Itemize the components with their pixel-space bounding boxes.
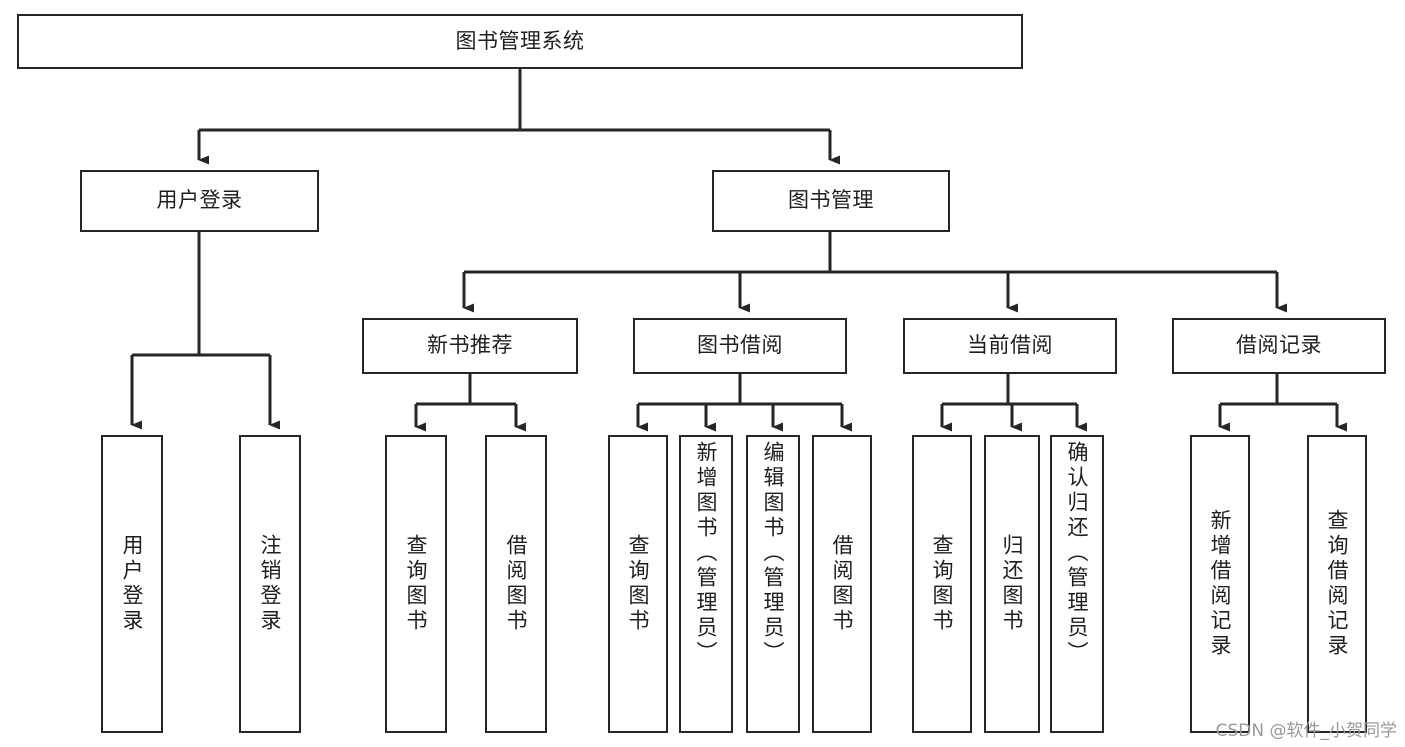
leaf-current-query-book[interactable]: 查询图书 — [912, 435, 972, 733]
leaf-user-login[interactable]: 用户登录 — [101, 435, 163, 733]
node-borrow-record-label: 借阅记录 — [1236, 333, 1322, 358]
node-book-borrow[interactable]: 图书借阅 — [633, 318, 847, 374]
node-user-login-label: 用户登录 — [156, 188, 243, 213]
leaf-user-login-label: 用户登录 — [120, 534, 145, 634]
node-current-borrow[interactable]: 当前借阅 — [903, 318, 1117, 374]
leaf-record-query-record[interactable]: 查询借阅记录 — [1307, 435, 1367, 733]
node-new-book-recommend[interactable]: 新书推荐 — [362, 318, 578, 374]
node-borrow-record[interactable]: 借阅记录 — [1172, 318, 1386, 374]
leaf-current-confirm-return-admin-label: 确认归还（管理员） — [1065, 441, 1090, 666]
node-new-book-recommend-label: 新书推荐 — [427, 333, 513, 358]
leaf-borrow-lend-book[interactable]: 借阅图书 — [812, 435, 872, 733]
leaf-borrow-add-book-admin-label: 新增图书（管理员） — [694, 441, 719, 666]
leaf-logout-label: 注销登录 — [258, 534, 283, 634]
leaf-newbook-borrow-book-label: 借阅图书 — [504, 534, 529, 634]
leaf-newbook-query-book-label: 查询图书 — [404, 534, 429, 634]
leaf-borrow-query-book-label: 查询图书 — [626, 534, 651, 634]
node-current-borrow-label: 当前借阅 — [967, 333, 1053, 358]
leaf-record-add-record-label: 新增借阅记录 — [1208, 509, 1233, 659]
leaf-record-add-record[interactable]: 新增借阅记录 — [1190, 435, 1250, 733]
leaf-newbook-query-book[interactable]: 查询图书 — [385, 435, 447, 733]
leaf-logout[interactable]: 注销登录 — [239, 435, 301, 733]
leaf-record-query-record-label: 查询借阅记录 — [1325, 509, 1350, 659]
leaf-borrow-add-book-admin[interactable]: 新增图书（管理员） — [679, 435, 733, 733]
leaf-current-return-book-label: 归还图书 — [1000, 534, 1025, 634]
leaf-borrow-edit-book-admin-label: 编辑图书（管理员） — [761, 441, 786, 666]
leaf-borrow-query-book[interactable]: 查询图书 — [608, 435, 668, 733]
node-book-borrow-label: 图书借阅 — [697, 333, 783, 358]
leaf-newbook-borrow-book[interactable]: 借阅图书 — [485, 435, 547, 733]
node-user-login[interactable]: 用户登录 — [80, 170, 319, 232]
leaf-borrow-edit-book-admin[interactable]: 编辑图书（管理员） — [746, 435, 800, 733]
leaf-current-query-book-label: 查询图书 — [930, 534, 955, 634]
leaf-borrow-lend-book-label: 借阅图书 — [830, 534, 855, 634]
node-root[interactable]: 图书管理系统 — [17, 14, 1023, 69]
node-book-management-label: 图书管理 — [788, 188, 874, 213]
node-book-management[interactable]: 图书管理 — [712, 170, 950, 232]
node-root-label: 图书管理系统 — [455, 28, 585, 53]
leaf-current-confirm-return-admin[interactable]: 确认归还（管理员） — [1050, 435, 1104, 733]
leaf-current-return-book[interactable]: 归还图书 — [984, 435, 1040, 733]
watermark-text: CSDN @软件_小贺同学 — [1215, 721, 1397, 741]
